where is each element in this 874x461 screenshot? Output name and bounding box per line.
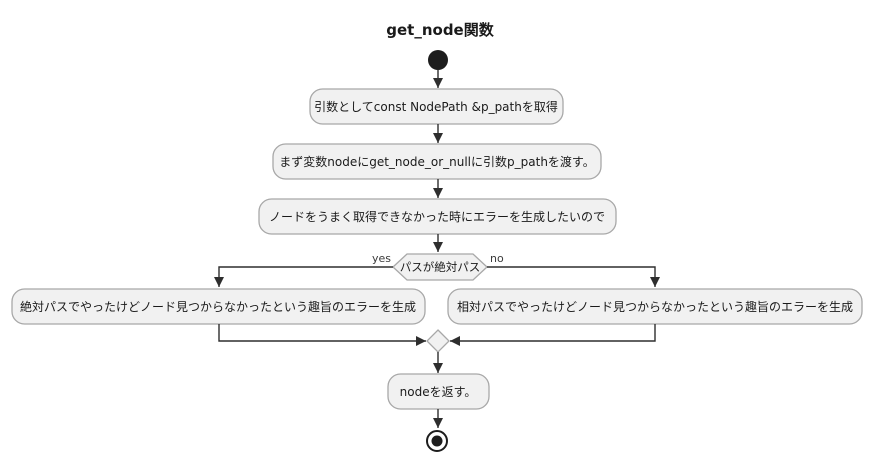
activity-step1: 引数としてconst NodePath &p_pathを取得 — [309, 88, 564, 125]
diagram-title: get_node関数 — [386, 21, 494, 39]
decision-node: パスが絶対パス — [392, 253, 488, 281]
activity-step1-label: 引数としてconst NodePath &p_pathを取得 — [314, 99, 558, 114]
activity-step2-label: まず変数nodeにget_node_or_nullに引数p_pathを渡す。 — [279, 154, 594, 169]
decision-node-label: パスが絶対パス — [400, 260, 481, 274]
activity-final: nodeを返す。 — [387, 373, 490, 410]
edge-no-branch-to-merge — [450, 324, 656, 346]
activity-step2: まず変数nodeにget_node_or_nullに引数p_pathを渡す。 — [272, 143, 602, 180]
activity-step3: ノードをうまく取得できなかった時にエラーを生成したいので — [258, 198, 617, 235]
branch-label-no: no — [490, 252, 504, 265]
edge-yes-branch-to-merge — [218, 324, 426, 346]
branch-label-yes: yes — [372, 252, 391, 265]
activity-step3-label: ノードをうまく取得できなかった時にエラーを生成したいので — [269, 209, 605, 224]
activity-step2-shape — [272, 143, 602, 180]
merge-node-shape — [426, 329, 450, 353]
activity-yes-branch: 絶対パスでやったけどノード見つからなかったという趣旨のエラーを生成 — [11, 288, 426, 325]
activity-yes-branch-label: 絶対パスでやったけどノード見つからなかったという趣旨のエラーを生成 — [20, 299, 416, 314]
start-node-icon — [428, 50, 448, 70]
end-node-inner-dot — [431, 435, 443, 447]
activity-step1-shape — [309, 88, 564, 125]
activity-no-branch-label: 相対パスでやったけどノード見つからなかったという趣旨のエラーを生成 — [457, 299, 853, 314]
activity-final-label: nodeを返す。 — [400, 385, 477, 399]
edge-decision-to-yes-branch — [214, 266, 393, 287]
edge-decision-to-no-branch — [487, 266, 660, 287]
end-node-icon — [426, 430, 448, 452]
activity-no-branch: 相対パスでやったけどノード見つからなかったという趣旨のエラーを生成 — [447, 288, 863, 325]
